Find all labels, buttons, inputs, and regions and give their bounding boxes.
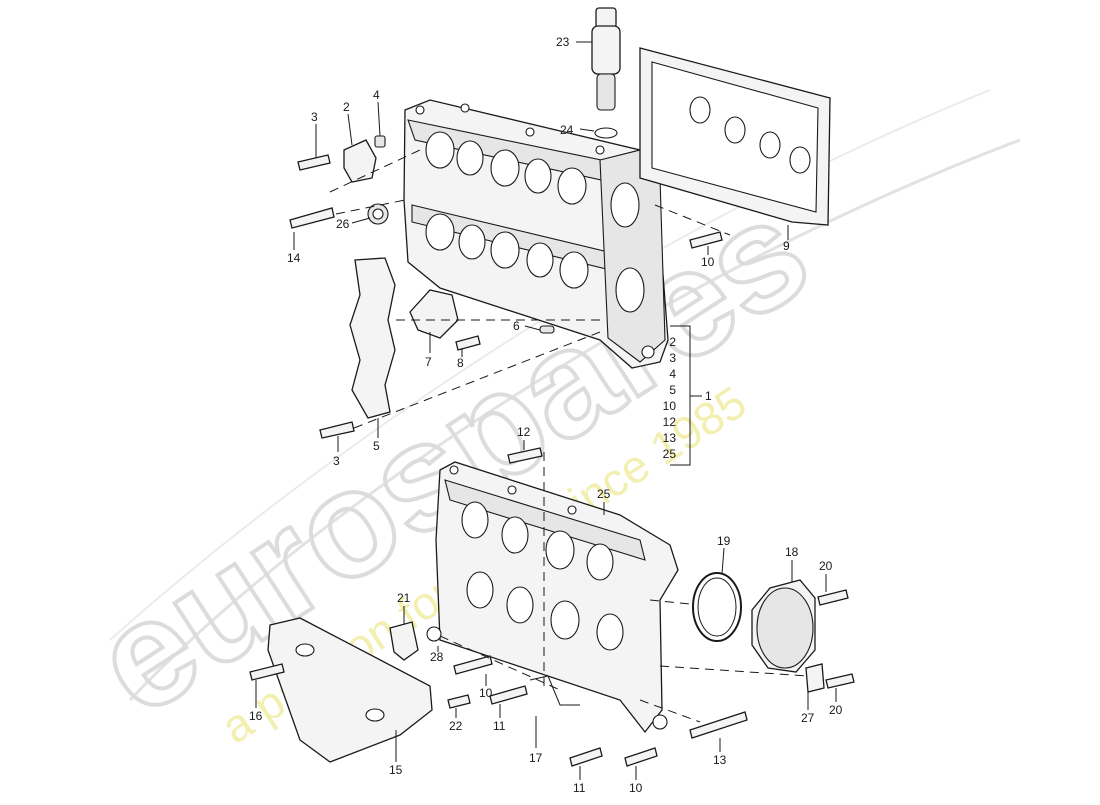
end-cover-group: [692, 572, 855, 693]
callout-labels: 3 2 4 23 24 26 14 10 9 6 7 8 5 3 1 2 3 4…: [249, 35, 843, 795]
callout-3b: 3: [333, 454, 340, 468]
callout-12: 12: [517, 425, 531, 439]
callout-22: 22: [449, 719, 463, 733]
leader-lines: [255, 41, 837, 780]
callout-16: 16: [249, 709, 263, 723]
callout-9: 9: [783, 239, 790, 253]
callout-4: 4: [373, 88, 380, 102]
callout-8: 8: [457, 356, 464, 370]
group-item-10: 10: [663, 399, 677, 413]
callout-2: 2: [343, 100, 350, 114]
group-item-13: 13: [663, 431, 677, 445]
callout-20: 20: [819, 559, 833, 573]
upper-small-parts: [289, 135, 723, 249]
callout-21: 21: [397, 591, 411, 605]
callout-3: 3: [311, 110, 318, 124]
callout-7: 7: [425, 355, 432, 369]
callout-26: 26: [336, 217, 350, 231]
watermark-swoosh: [128, 138, 1021, 702]
camshaft-housing-lower: [435, 461, 679, 734]
cover-gasket: [639, 47, 831, 226]
callout-14: 14: [287, 251, 301, 265]
callout-23: 23: [556, 35, 570, 49]
callout-10: 10: [701, 255, 715, 269]
camshaft-housing-upper: [403, 99, 669, 369]
callout-13: 13: [713, 753, 727, 767]
callout-10b: 10: [479, 686, 493, 700]
callout-24: 24: [560, 123, 574, 137]
group-item-25: 25: [663, 447, 677, 461]
dashed-assembly-lines: [329, 149, 809, 723]
group-item-3: 3: [669, 351, 676, 365]
callout-28: 28: [430, 650, 444, 664]
group-item-5: 5: [669, 383, 676, 397]
side-bracket: [319, 257, 555, 439]
position-sensor: [389, 621, 442, 661]
callout-6: 6: [513, 319, 520, 333]
callout-20b: 20: [829, 703, 843, 717]
group-item-4: 4: [669, 367, 676, 381]
callout-15: 15: [389, 763, 403, 777]
group-item-2: 2: [669, 335, 676, 349]
callout-5: 5: [373, 439, 380, 453]
callout-11b: 11: [573, 781, 586, 795]
solenoid-valve: [591, 7, 621, 139]
watermark-swoosh-2: [109, 89, 991, 641]
lower-bolts: [249, 447, 748, 767]
callout-1: 1: [705, 389, 712, 403]
callout-25: 25: [597, 487, 611, 501]
callout-19: 19: [717, 534, 731, 548]
o-ring-seal: [594, 127, 618, 139]
callout-18: 18: [785, 545, 799, 559]
callout-27: 27: [801, 711, 815, 725]
group-item-12: 12: [663, 415, 677, 429]
callout-17: 17: [529, 751, 543, 765]
heat-shield: [267, 617, 433, 763]
callout-10c: 10: [629, 781, 643, 795]
callout-11: 11: [493, 719, 506, 733]
